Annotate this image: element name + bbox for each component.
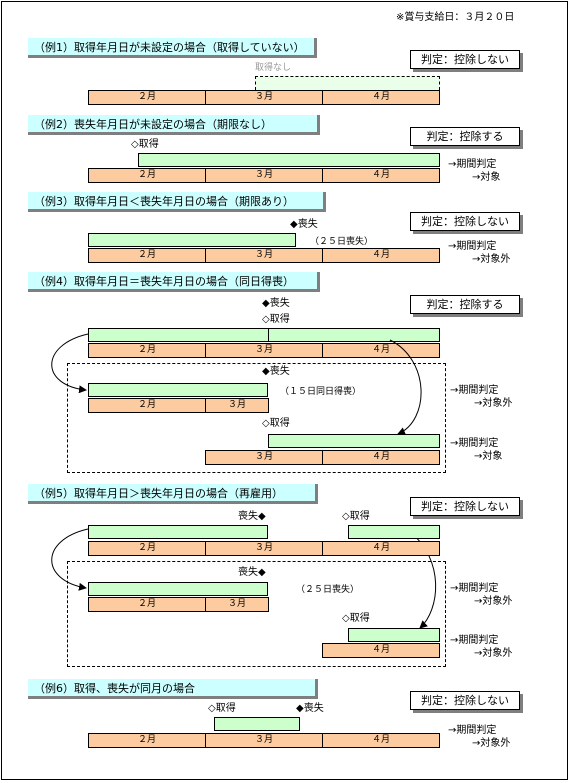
- example6-title: （例6）取得、喪失が同月の場合: [28, 679, 318, 699]
- month-feb: ２月: [88, 733, 206, 748]
- example3-title: （例3）取得年月日＜喪失年月日の場合（期限あり）: [28, 192, 326, 212]
- result-period-check: →期間判定: [450, 438, 499, 449]
- result-outcome: →対象外: [474, 648, 513, 659]
- month-mar: ３月: [205, 450, 323, 465]
- example3-loss-note: （２５日喪失）: [310, 237, 374, 247]
- example1-title: （例1）取得年月日が未設定の場合（取得していない）: [28, 38, 317, 58]
- example6-judgment: 判定：控除しない: [410, 691, 520, 710]
- result-outcome: →対象: [474, 451, 503, 462]
- month-mar: ３月: [205, 597, 269, 612]
- result-period-check: →期間判定: [450, 635, 499, 646]
- example2-period-bar: [138, 153, 440, 167]
- example6-result: →期間判定 →対象外: [448, 724, 510, 750]
- example5-split-box: [67, 561, 446, 667]
- example4-split-box: [67, 363, 446, 473]
- result-period-check: →期間判定: [450, 583, 499, 594]
- month-apr: ４月: [322, 168, 440, 183]
- example3-result: →期間判定 →対象外: [448, 240, 510, 266]
- example2-acquisition-marker: ◇取得: [131, 139, 159, 150]
- example4-loss-marker: ◆喪失: [262, 298, 290, 309]
- example5-result-a: →期間判定 →対象外: [450, 582, 512, 608]
- result-outcome: →対象外: [474, 596, 513, 607]
- example2-title: （例2）喪失年月日が未設定の場合（期限なし）: [28, 115, 320, 135]
- month-feb: ２月: [88, 248, 206, 263]
- pay-date-note: ※賞与支給日：３月２０日: [396, 12, 515, 23]
- example1-judgment: 判定：控除しない: [410, 50, 520, 69]
- result-period-check: →期間判定: [448, 159, 497, 170]
- example3-loss-marker: ◆喪失: [290, 219, 318, 230]
- example5-split-acquisition-marker: ◇取得: [342, 613, 370, 624]
- example4-split-period-a: [88, 383, 268, 397]
- example5-judgment: 判定：控除しない: [410, 497, 520, 516]
- example4-split-line: [268, 328, 269, 342]
- month-mar: ３月: [205, 398, 269, 413]
- example1-no-acquisition-label: 取得なし: [255, 63, 292, 73]
- month-feb: ２月: [88, 597, 206, 612]
- example4-period-bar: [88, 328, 440, 342]
- example6-acquisition-marker: ◇取得: [208, 703, 236, 714]
- month-apr: ４月: [322, 450, 440, 465]
- example4-split-loss-marker: ◆喪失: [262, 366, 290, 377]
- example6-loss-marker: ◆喪失: [296, 703, 324, 714]
- result-outcome: →対象: [472, 172, 501, 183]
- example5-result-b: →期間判定 →対象外: [450, 634, 512, 660]
- month-feb: ２月: [88, 90, 206, 105]
- result-outcome: →対象外: [474, 398, 513, 409]
- example5-period-bar-b: [348, 525, 440, 539]
- example5-title: （例5）取得年月日＞喪失年月日の場合（再雇用）: [28, 484, 318, 504]
- result-period-check: →期間判定: [448, 725, 497, 736]
- example5-period-bar-a: [88, 525, 268, 539]
- result-outcome: →対象外: [472, 254, 511, 265]
- example4-acquisition-marker: ◇取得: [262, 314, 290, 325]
- example4-result-a: →期間判定 →対象外: [450, 384, 512, 410]
- month-apr: ４月: [322, 541, 440, 556]
- month-feb: ２月: [88, 541, 206, 556]
- result-outcome: →対象外: [472, 738, 511, 749]
- example4-loss-note: （１５日同日得喪）: [280, 387, 362, 397]
- month-apr: ４月: [322, 90, 440, 105]
- month-mar: ３月: [205, 733, 323, 748]
- example5-split-period-a: [88, 582, 268, 596]
- result-period-check: →期間判定: [448, 241, 497, 252]
- example2-result: →期間判定 →対象: [448, 158, 500, 184]
- month-apr: ４月: [322, 343, 440, 358]
- month-apr: ４月: [322, 248, 440, 263]
- example5-split-period-b: [348, 628, 440, 642]
- example5-loss-marker: 喪失◆: [238, 511, 266, 522]
- example4-title: （例4）取得年月日＝喪失年月日の場合（同日得喪）: [28, 272, 320, 292]
- month-apr: ４月: [322, 733, 440, 748]
- example5-loss-note: （２５日喪失）: [296, 585, 360, 595]
- month-apr: ４月: [322, 643, 440, 658]
- example2-judgment: 判定：控除する: [410, 127, 520, 146]
- example4-split-period-b: [268, 434, 440, 448]
- example1-period-bar: [255, 76, 440, 90]
- result-period-check: →期間判定: [450, 385, 499, 396]
- example3-period-bar: [88, 233, 296, 247]
- example5-split-loss-marker: 喪失◆: [238, 567, 266, 578]
- example4-judgment: 判定：控除する: [410, 295, 520, 314]
- example4-split-acquisition-marker: ◇取得: [262, 418, 290, 429]
- month-mar: ３月: [205, 541, 323, 556]
- example3-judgment: 判定：控除しない: [410, 212, 520, 231]
- example6-period-bar: [214, 717, 300, 731]
- example5-acquisition-marker: ◇取得: [342, 511, 370, 522]
- example4-result-b: →期間判定 →対象: [450, 437, 502, 463]
